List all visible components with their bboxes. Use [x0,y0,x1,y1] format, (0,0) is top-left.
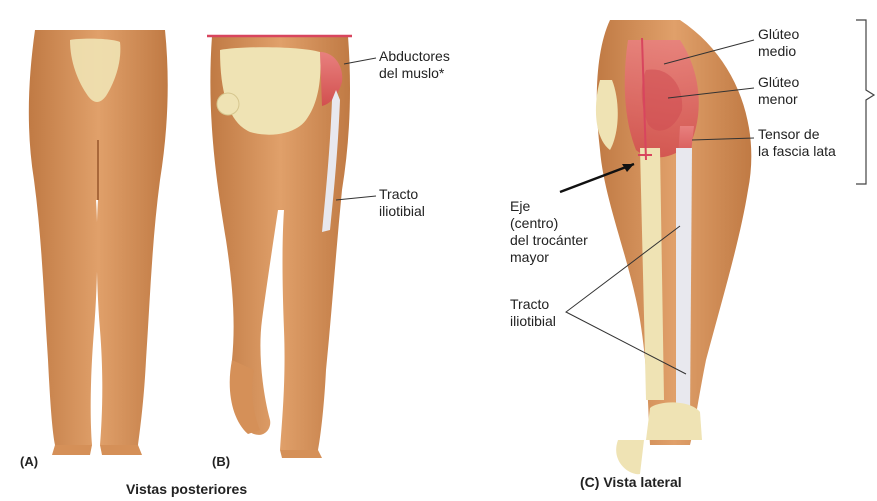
panel-a-label: (A) [20,454,38,469]
iliotibial-tract-c [676,148,692,420]
caption-posteriores: Vistas posteriores [126,481,247,497]
group-bracket [856,20,874,184]
femur [640,148,664,400]
figure-b-legs [207,36,352,458]
panel-c-label: (C) Vista lateral [580,474,682,490]
figure-c-lateral-leg [596,20,751,474]
knee-bones [646,402,702,440]
panel-b-label: (B) [212,454,230,469]
tracto-b-leader [336,196,376,200]
figure-a-legs [29,30,168,455]
